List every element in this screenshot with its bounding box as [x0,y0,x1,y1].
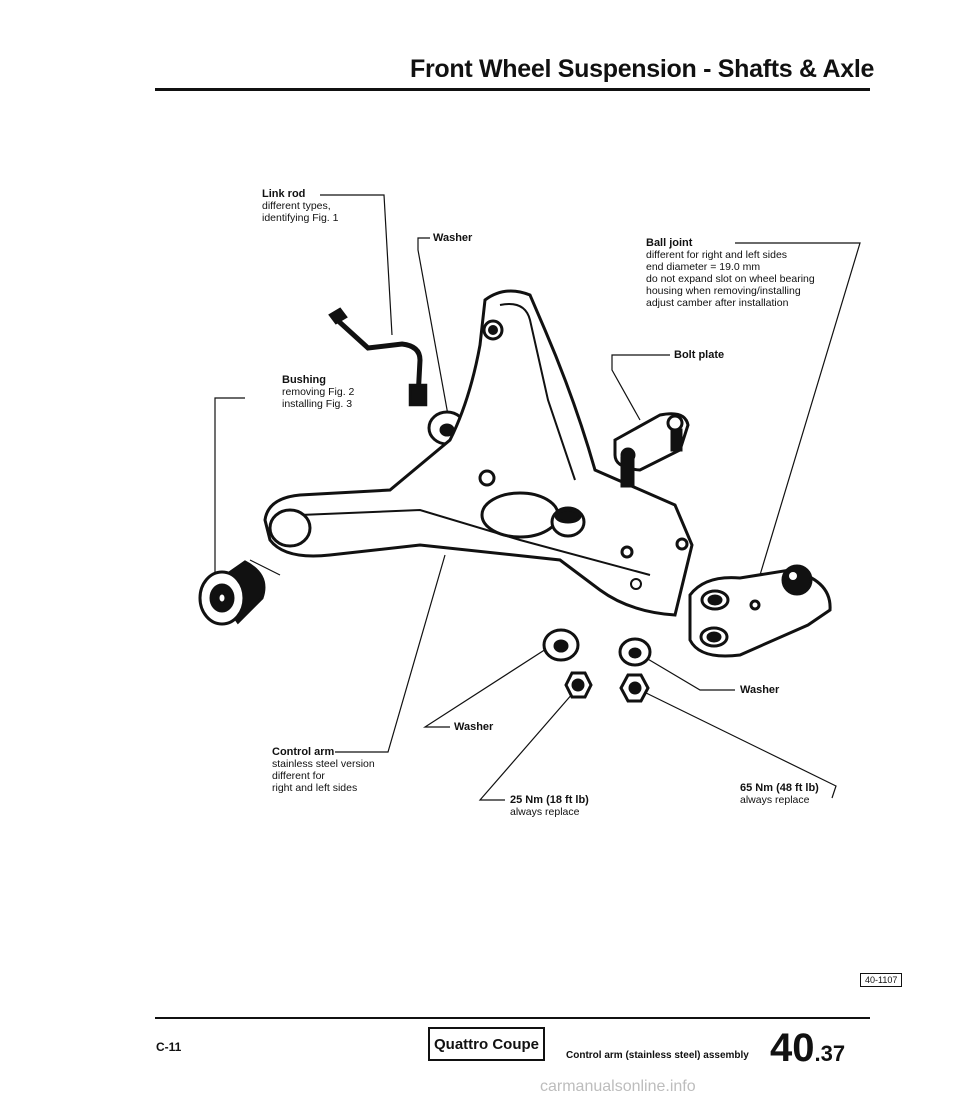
page-title: Front Wheel Suspension - Shafts & Axle [410,55,875,83]
callout-line: identifying Fig. 1 [262,212,339,224]
callout-line: different for right and left sides [646,249,788,261]
bolt-plate-part [613,412,690,488]
ball-joint-part [688,564,832,658]
callout-title: Control arm [272,746,335,758]
callout-line: installing Fig. 3 [282,398,353,410]
callout-line: right and left sides [272,782,358,794]
header-rule [155,88,870,91]
callout-line: housing when removing/installing [646,285,801,297]
callout-line: different for [272,770,325,782]
page-code: C-11 [156,1040,182,1054]
callout-line: stainless steel version [272,758,375,770]
page-number: 40.37 [770,1026,845,1071]
callout-title: Bolt plate [674,349,725,361]
callout-title: 65 Nm (48 ft lb) [740,782,819,794]
callout-washer-bottom: Washer [454,721,493,733]
callout-washer-top: Washer [433,232,472,244]
callout-line: always replace [510,806,580,818]
callout-bolt-plate: Bolt plate [674,349,724,361]
control-arm-part [263,289,694,617]
leader-lines [214,194,861,801]
page-number-sub: .37 [814,1041,846,1066]
callout-torque-25: 25 Nm (18 ft lb) always replace [510,794,589,818]
nut-65nm-part [619,673,650,703]
callout-title: 25 Nm (18 ft lb) [510,794,589,806]
callout-line: removing Fig. 2 [282,386,355,398]
nut-25nm-part [564,671,593,699]
callout-line: end diameter = 19.0 mm [646,261,761,273]
callout-washer-right: Washer [740,684,779,696]
footer-rule [155,1017,870,1019]
callout-control-arm: Control arm stainless steel version diff… [272,746,375,794]
washer-bottom-part [542,628,580,662]
bushing-part [198,560,266,626]
callout-title: Link rod [262,188,306,200]
callout-line: adjust camber after installation [646,297,789,309]
callout-title: Washer [433,232,473,244]
callout-link-rod: Link rod different types, identifying Fi… [262,188,338,224]
callout-ball-joint: Ball joint different for right and left … [646,237,815,309]
footer-caption: Control arm (stainless steel) assembly [566,1050,749,1061]
callout-line: different types, [262,200,331,212]
callout-line: always replace [740,794,810,806]
callout-title: Washer [454,721,494,733]
callout-title: Washer [740,684,780,696]
model-label: Quattro Coupe [428,1027,545,1061]
callout-line: do not expand slot on wheel bearing [646,273,815,285]
callout-bushing: Bushing removing Fig. 2 installing Fig. … [282,374,354,410]
callout-torque-65: 65 Nm (48 ft lb) always replace [740,782,819,806]
page-number-main: 40 [770,1026,815,1070]
link-rod-part [328,307,428,407]
callout-title: Bushing [282,374,326,386]
watermark: carmanualsonline.info [540,1078,696,1095]
washer-right-part [618,637,652,667]
callout-title: Ball joint [646,237,693,249]
figure-tag: 40-1107 [860,973,903,987]
